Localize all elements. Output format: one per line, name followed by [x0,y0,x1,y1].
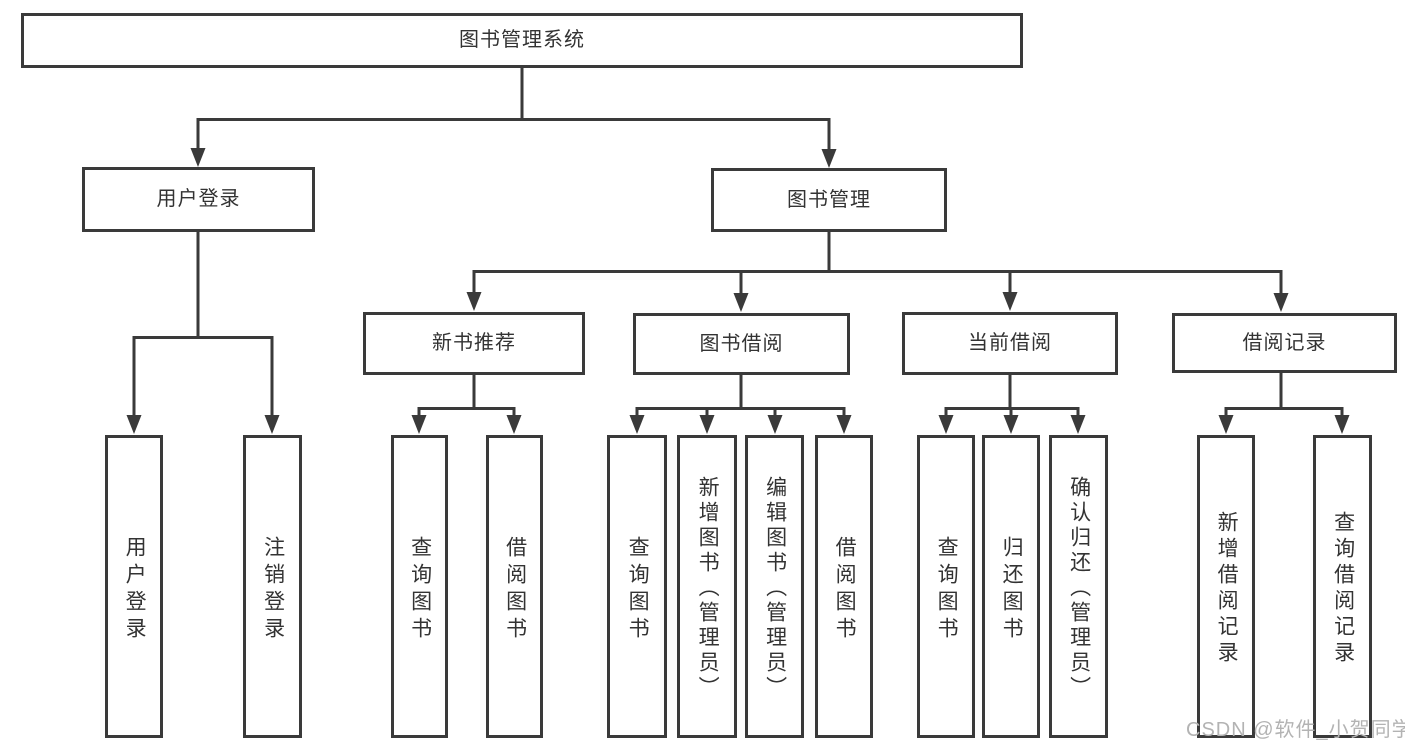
node-current-borrowing: 当前借阅 [902,312,1118,375]
node-records-add-record: 新增借阅记录 [1197,435,1255,738]
node-label: 查询图书 [626,535,650,644]
node-label: 归还图书 [1000,535,1024,644]
node-label: 图书借阅 [699,332,784,355]
node-label: 编辑图书（管理员） [763,476,787,701]
arrowhead-logout-leaf [264,415,280,434]
arrowhead-current-return [1003,415,1019,434]
node-label: 新增图书（管理员） [696,476,720,701]
node-current-query-books: 查询图书 [917,435,975,738]
node-label: 确认归还（管理员） [1067,476,1091,701]
node-label: 借阅记录 [1242,331,1327,354]
connector-records-children [1224,373,1344,418]
connector-current-borrow-children [944,375,1080,418]
node-records-query-record: 查询借阅记录 [1313,435,1372,738]
arrowhead-current-confirm [1070,415,1086,434]
node-label: 图书管理系统 [459,29,585,51]
arrowhead-borrow-add [699,415,715,434]
connector-user-login-children [132,232,274,418]
node-borrowing-edit-books-admin: 编辑图书（管理员） [745,435,804,738]
node-borrowing-query-books: 查询图书 [607,435,667,738]
node-label: 图书管理 [787,188,871,211]
arrowhead-user-login [190,148,206,167]
node-label: 查询图书 [408,535,432,644]
node-label: 查询借阅记录 [1331,511,1355,667]
node-logout-action: 注销登录 [243,435,302,738]
node-new-book-recommendation: 新书推荐 [363,312,585,375]
node-borrowing-add-books-admin: 新增图书（管理员） [677,435,737,738]
csdn-watermark: CSDN @软件_小贺同学 [1186,719,1405,741]
node-label: 用户登录 [123,535,147,644]
node-label: 借阅图书 [833,535,857,644]
node-label: 注销登录 [261,535,285,644]
node-newbook-borrow-books: 借阅图书 [486,435,543,738]
node-borrowing-borrow-books: 借阅图书 [815,435,873,738]
node-book-borrowing: 图书借阅 [633,313,850,375]
node-label: 借阅图书 [503,535,527,644]
node-current-return-books: 归还图书 [982,435,1040,738]
node-user-login-action: 用户登录 [105,435,163,738]
node-label: 新增借阅记录 [1215,511,1239,667]
arrowhead-records-add [1218,415,1234,434]
arrowhead-new-book [466,292,482,311]
node-book-management: 图书管理 [711,168,947,232]
node-current-confirm-return-admin: 确认归还（管理员） [1049,435,1108,738]
arrowhead-newbook-query [411,415,427,434]
node-label: 当前借阅 [968,332,1052,354]
connector-book-borrow-children [635,375,846,418]
arrowhead-book-mgmt [821,149,837,168]
arrowhead-login-leaf [126,415,142,434]
arrowhead-borrow-edit [767,415,783,434]
connector-root-to-level1 [196,68,831,151]
node-label: 用户登录 [156,188,241,210]
arrowhead-records-query [1334,415,1350,434]
arrowhead-current-query [938,415,954,434]
node-borrowing-records: 借阅记录 [1172,313,1397,373]
arrowhead-current-borrow [1002,292,1018,311]
node-label: 新书推荐 [432,332,516,354]
node-library-management-system: 图书管理系统 [21,13,1023,68]
connector-new-book-children [417,375,516,418]
arrowhead-borrow-borrow [836,415,852,434]
arrowhead-borrow-records [1273,293,1289,312]
arrowhead-borrow-query [629,415,645,434]
node-label: 查询图书 [935,535,959,644]
node-newbook-query-books: 查询图书 [391,435,448,738]
connector-book-mgmt-to-level2 [472,232,1283,295]
arrowhead-newbook-borrow [506,415,522,434]
node-user-login: 用户登录 [82,167,315,232]
arrowhead-book-borrow [733,293,749,312]
